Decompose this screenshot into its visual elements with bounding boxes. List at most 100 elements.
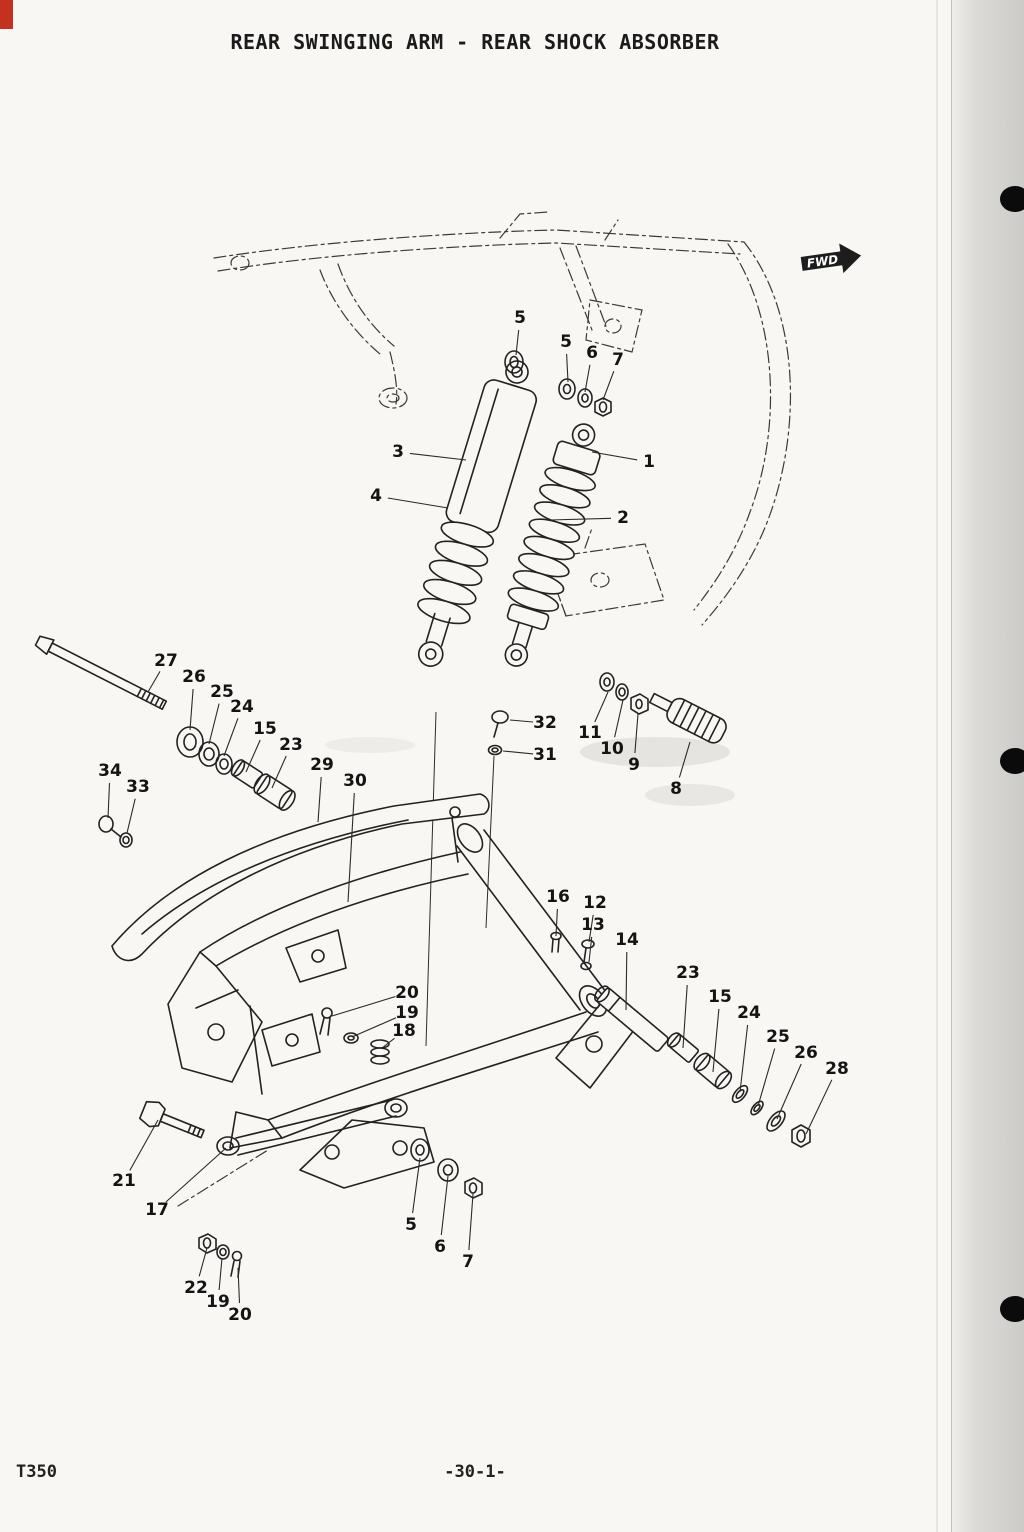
shock-absorber-right	[504, 423, 601, 667]
part-number-callout: 28	[825, 1059, 849, 1079]
scan-smudge	[325, 737, 735, 806]
leader-line	[602, 371, 615, 401]
pin-washer-spring-set	[319, 1007, 390, 1065]
pivot-shaft-14	[594, 985, 669, 1052]
leader-line	[189, 688, 194, 731]
part-number-callout: 2	[617, 508, 629, 528]
part-number-callout: 22	[184, 1278, 208, 1298]
leader-line	[776, 1063, 802, 1120]
leader-line	[515, 329, 520, 356]
leader-line	[129, 1119, 159, 1171]
part-number-callout: 33	[126, 777, 150, 797]
leader-line	[208, 703, 220, 745]
bushing-23-left	[253, 773, 296, 811]
small-bolts-16-12-13	[550, 931, 595, 971]
leader-line	[218, 1257, 223, 1291]
part-number-callout: 16	[546, 887, 570, 907]
binder-hole-mark	[1000, 1296, 1024, 1322]
leader-line	[237, 1267, 241, 1304]
leader-line	[549, 517, 612, 521]
fwd-label: FWD	[806, 252, 839, 270]
leader-line	[347, 792, 355, 903]
part-number-callout: 11	[578, 723, 602, 743]
leader-line	[223, 718, 239, 757]
motorcycle-frame-phantom	[213, 211, 792, 626]
part-number-callout: 5	[514, 308, 526, 328]
leader-line	[509, 719, 534, 723]
part-number-callout: 23	[279, 735, 303, 755]
part-number-callout: 7	[612, 350, 624, 370]
part-number-callout: 6	[434, 1237, 446, 1257]
leader-line	[625, 951, 628, 1011]
part-number-callout: 19	[206, 1292, 230, 1312]
part-number-callout: 10	[600, 739, 624, 759]
bolt-27	[34, 635, 168, 711]
part-number-callout: 7	[462, 1252, 474, 1272]
leader-line	[387, 497, 449, 509]
part-number-callout: 26	[794, 1043, 818, 1063]
leader-line	[409, 452, 467, 461]
nut-7-upper	[594, 397, 612, 417]
pivot-bushings-right	[666, 1032, 811, 1148]
construction-lines	[177, 711, 495, 1207]
leader-line	[588, 936, 593, 963]
leader-line	[147, 671, 161, 693]
washer-24-right	[731, 1084, 749, 1104]
screw-32-washer-31	[487, 710, 509, 756]
part-number-callout: 17	[145, 1200, 169, 1220]
leader-line	[805, 1079, 833, 1135]
part-number-callout: 1	[643, 452, 655, 472]
part-number-callout: 12	[583, 893, 607, 913]
part-number-callout: 8	[670, 779, 682, 799]
leader-line	[468, 1193, 474, 1251]
upper-shock-washers	[504, 350, 612, 417]
part-number-callout: 29	[310, 755, 334, 775]
part-number-callout: 30	[343, 771, 367, 791]
leader-line	[502, 750, 534, 755]
shock-absorber-left	[417, 360, 538, 667]
part-number-callout: 27	[154, 651, 178, 671]
bottom-washers-nut	[410, 1138, 483, 1199]
bolt-34-washer-33	[98, 815, 133, 848]
part-number-callout: 24	[230, 697, 254, 717]
leader-line	[198, 1247, 208, 1277]
lower-mount-washers	[599, 672, 649, 715]
leader-line	[591, 451, 638, 461]
torque-link	[216, 1098, 435, 1189]
part-number-callout: 14	[615, 930, 639, 950]
part-number-callout: 9	[628, 755, 640, 775]
washer-25-right	[750, 1100, 764, 1116]
leader-line	[682, 984, 688, 1049]
leader-line	[739, 1024, 749, 1093]
part-number-callout: 5	[405, 1215, 417, 1235]
red-corner-mark	[0, 0, 13, 29]
bushing-23-right	[666, 1032, 700, 1063]
part-number-callout: 13	[581, 915, 605, 935]
leader-line	[107, 782, 111, 819]
footrest-bar-8	[648, 692, 727, 744]
chain-guard	[111, 793, 490, 962]
swing-arm	[167, 823, 635, 1149]
leader-line	[584, 364, 591, 393]
leader-line	[678, 741, 691, 778]
part-number-callout: 4	[370, 486, 382, 506]
part-number-callout: 20	[228, 1305, 252, 1325]
fwd-direction-arrow: FWD	[800, 243, 862, 274]
part-number-callout: 34	[98, 761, 122, 781]
page-crease-line	[936, 0, 938, 1532]
leader-line	[165, 1147, 227, 1203]
part-number-callout: 31	[533, 745, 557, 765]
part-number-callout: 26	[182, 667, 206, 687]
part-number-callout: 25	[766, 1027, 790, 1047]
leader-line	[588, 914, 594, 943]
leader-line	[331, 995, 396, 1017]
leader-line	[614, 699, 624, 738]
model-code: T350	[16, 1462, 57, 1482]
washer-26-right	[766, 1110, 786, 1132]
part-number-callout: 6	[586, 343, 598, 363]
leader-line	[126, 798, 136, 834]
bushing-15-left	[230, 759, 264, 789]
binder-hole-mark	[1000, 748, 1024, 774]
